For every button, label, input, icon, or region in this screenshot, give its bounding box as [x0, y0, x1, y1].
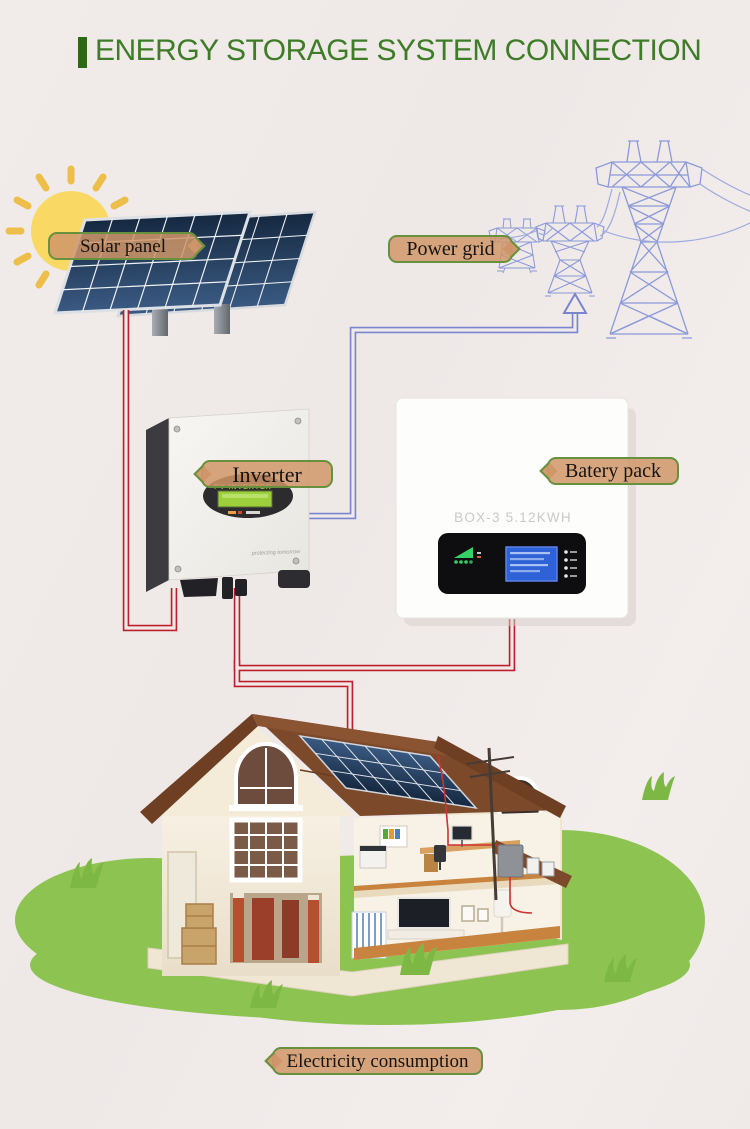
tv: [397, 897, 451, 929]
grid-window: [229, 817, 303, 883]
label-electricity-consumption: Electricity consumption: [272, 1047, 483, 1075]
inverter-connectors: [180, 570, 310, 599]
power-grid-illustration: [488, 140, 750, 339]
rooftop-solar-panels: [300, 736, 476, 808]
inverter-lcd: [217, 490, 273, 508]
panel-leg: [214, 304, 230, 334]
battery-model-text: BOX-3 5.12KWH: [454, 510, 572, 525]
porch: [230, 893, 322, 963]
utility-corner: [437, 747, 572, 914]
house-wiring: [437, 755, 498, 846]
label-inverter: Inverter: [201, 460, 333, 488]
utility-box: [497, 844, 524, 878]
cutaway-interior: [351, 812, 560, 960]
battery-status-leds: [564, 550, 577, 578]
tower-medium: [535, 205, 605, 297]
house-scene: [15, 714, 705, 1025]
inverter-illustration: PV INVERTER protecting tomorrow: [146, 408, 310, 599]
label-solar-panel: Solar panel: [48, 232, 198, 260]
panel-leg: [152, 306, 168, 336]
arch-window: [229, 742, 303, 811]
roof: [140, 714, 566, 824]
battery-illustration: BOX-3 5.12KWH: [395, 397, 636, 626]
inverter-tagline: protecting tomorrow: [251, 549, 302, 557]
title-accent-bar: [78, 37, 87, 68]
grid-arrowhead-icon: [562, 292, 588, 314]
grass-tufts: [70, 772, 675, 1008]
crates: [181, 903, 217, 965]
blue-wire-inverter-to-grid: [309, 292, 588, 520]
solar-panel-front: [55, 212, 250, 313]
tower-large: [595, 140, 703, 339]
inverter-leds: [228, 511, 260, 514]
label-power-grid: Power grid: [388, 235, 513, 263]
house-illustration: [140, 714, 572, 997]
battery-lcd: [505, 546, 558, 582]
power-lines: [489, 168, 750, 243]
solar-panel-illustration: [55, 212, 315, 336]
page-title: ENERGY STORAGE SYSTEM CONNECTION: [95, 34, 702, 67]
left-wing: [150, 722, 354, 976]
red-wires: [122, 310, 516, 745]
label-battery-pack: Batery pack: [547, 457, 679, 485]
battery-charge-icon: [454, 547, 481, 564]
screws: [173, 417, 302, 573]
